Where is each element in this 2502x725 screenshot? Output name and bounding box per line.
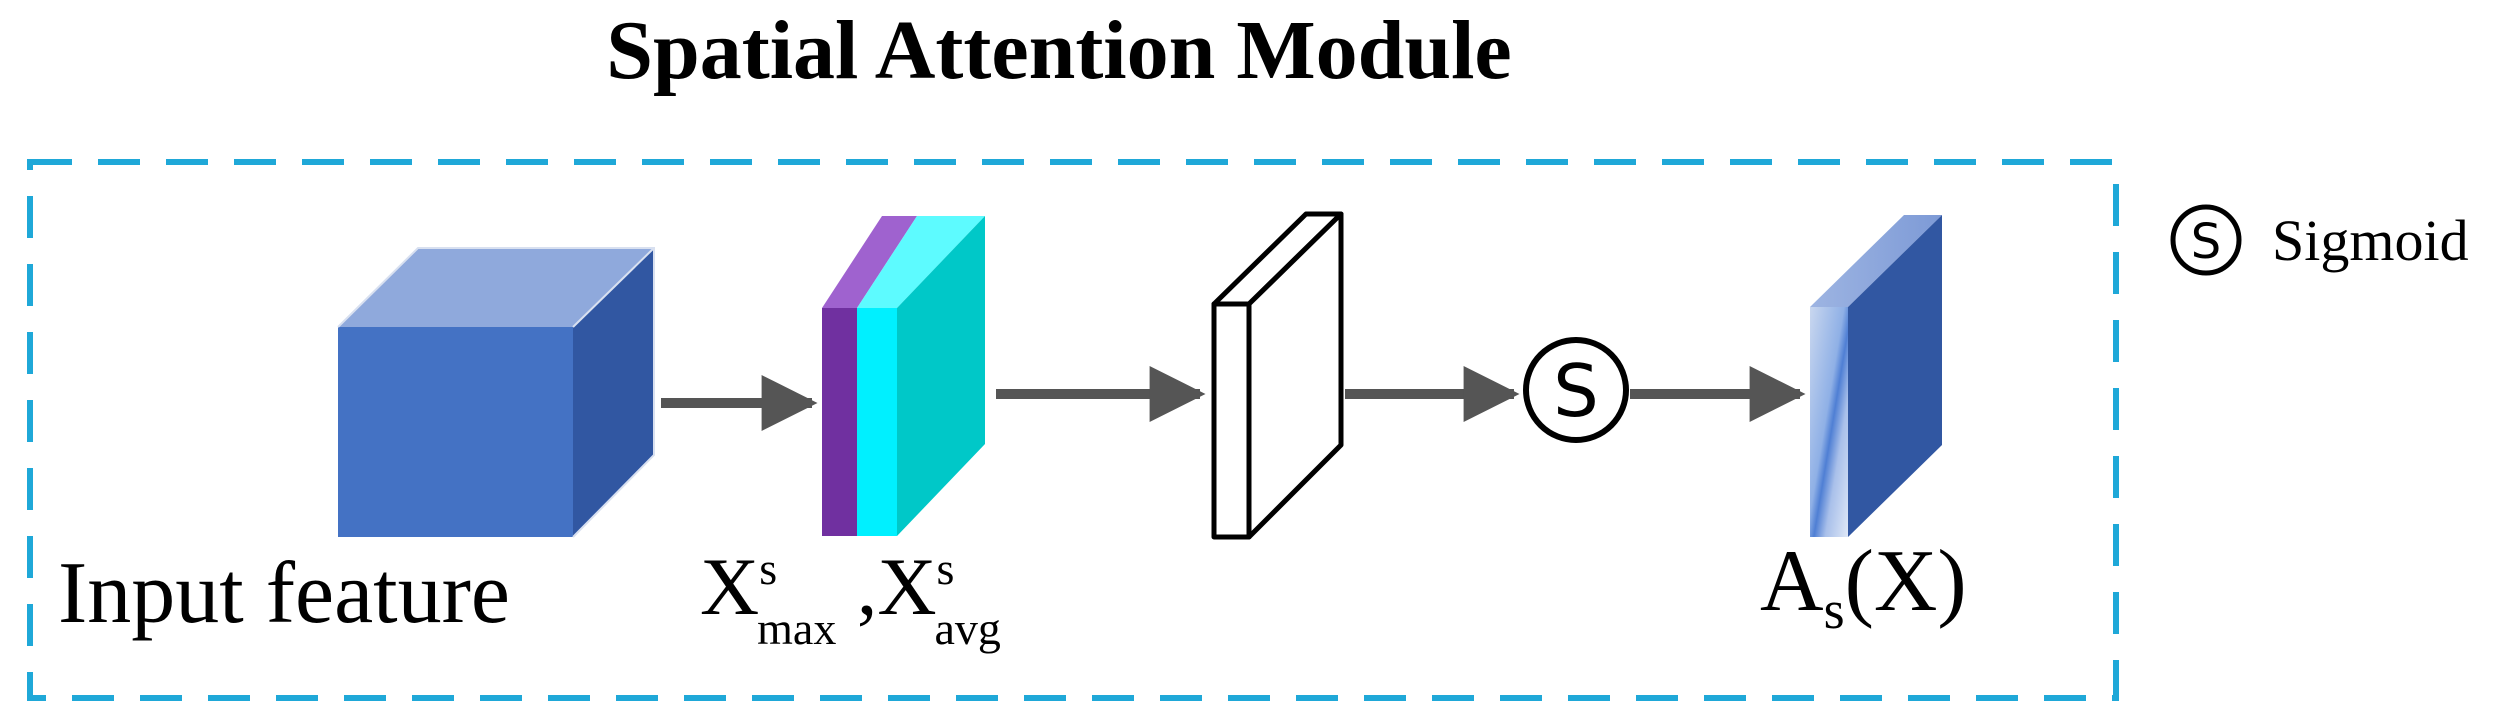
conv-layer	[1211, 211, 1344, 540]
output-label: As(X)	[1760, 533, 1967, 640]
pooled-label-sub1: max	[757, 603, 836, 654]
module-border	[27, 159, 2119, 701]
output-label-rest: (X)	[1845, 533, 1967, 630]
sigmoid-circle	[1523, 337, 1629, 443]
input-feature-cube	[337, 247, 655, 538]
legend-sigmoid-label: Sigmoid	[2272, 208, 2469, 273]
page-title: Spatial Attention Module	[606, 4, 1511, 97]
pooled-label-sub2: avg	[934, 603, 1000, 654]
pooled-feature-maps	[822, 216, 985, 536]
output-top	[1810, 215, 1942, 307]
max-slab-front	[822, 308, 858, 536]
input-cube-side	[573, 248, 654, 537]
max-slab-top	[822, 216, 917, 308]
legend-sigmoid-symbol: S	[2191, 214, 2221, 270]
output-side	[1848, 215, 1942, 537]
input-feature-label: Input feature	[58, 545, 510, 642]
pooled-label-x2: X	[877, 541, 936, 632]
input-cube-front	[338, 327, 573, 537]
pooled-side	[897, 216, 985, 536]
avg-slab-front	[857, 308, 897, 536]
output-attention-map	[1810, 215, 1942, 537]
input-cube-top	[338, 248, 654, 327]
legend: S Sigmoid	[2170, 204, 2469, 276]
avg-slab-top	[857, 216, 985, 308]
pooled-label-x1: X	[700, 541, 759, 632]
output-label-sub: s	[1824, 580, 1845, 640]
pooled-label-sup2: s	[937, 543, 955, 594]
output-front	[1810, 307, 1848, 537]
legend-sigmoid-icon	[2170, 204, 2242, 276]
pooled-label-sep: ,	[836, 541, 877, 632]
output-label-base: A	[1760, 533, 1824, 630]
sigmoid-node: S	[1523, 337, 1629, 443]
sigmoid-symbol: S	[1553, 349, 1599, 433]
pooled-label-sup1: s	[759, 543, 777, 594]
